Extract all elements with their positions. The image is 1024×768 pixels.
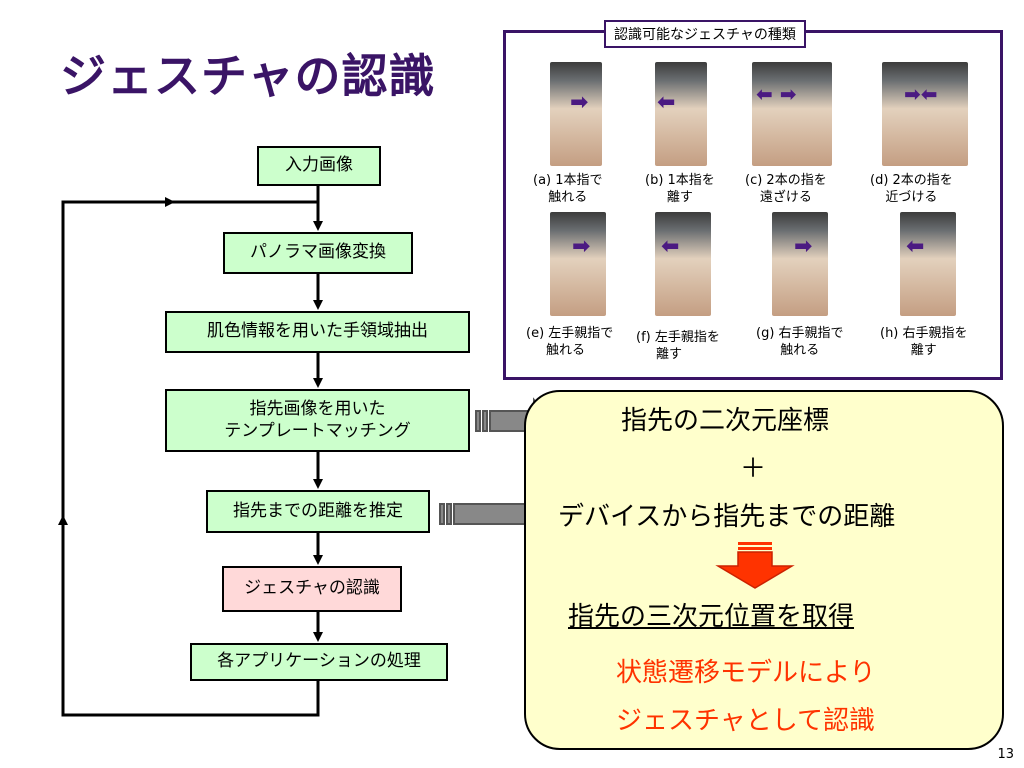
result-2d-coordinates: 指先の二次元座標 [621,406,830,436]
gesture-caption-c: (c) 2本の指を 遠ざける [745,173,827,207]
gesture-caption-b: (b) 1本指を 離す [645,173,715,207]
gesture-caption-e: (e) 左手親指で 触れる [526,326,613,360]
caption-line: (d) 2本の指を [870,173,953,188]
caption-line: (c) 2本の指を [745,173,827,188]
step-panorama-conversion: パノラマ画像変換 [223,232,413,274]
arrows-apart-icon: ⬅ ➡ [756,82,797,106]
caption-line: 離す [656,346,683,362]
step-input-image: 入力画像 [257,146,381,186]
gesture-caption-a: (a) 1本指で 触れる [533,173,603,207]
arrow-left-icon: ⬅ [906,234,925,259]
slide-title: ジェスチャの認識 [60,49,436,103]
arrows-together-icon: ➡⬅ [904,82,938,106]
down-arrow-icon [715,542,795,589]
result-3d-position: 指先の三次元位置を取得 [568,602,855,632]
step-distance-estimation: 指先までの距離を推定 [206,490,430,533]
gesture-caption-g: (g) 右手親指で 触れる [756,326,844,360]
gesture-photo-b: ⬅ [655,62,707,166]
arrow-right-icon: ➡ [572,234,591,259]
caption-line: 遠ざける [759,189,812,205]
gesture-photo-h: ⬅ [900,212,956,316]
gesture-caption-h: (h) 右手親指を 離す [880,326,968,360]
caption-line: 近づける [885,189,938,205]
step-label-line1: 指先画像を用いた [249,399,386,420]
gesture-photo-f: ⬅ [655,212,711,316]
arrow-right-icon: ➡ [570,90,589,115]
result-distance: デバイスから指先までの距離 [558,502,896,532]
caption-line: (e) 左手親指で [526,326,614,341]
step-label: 指先までの距離を推定 [233,500,403,521]
caption-line: (f) 左手親指を [636,330,720,345]
gesture-types-label: 認識可能なジェスチャの種類 [604,20,806,48]
arrow-left-icon: ⬅ [657,90,676,115]
step-label-line2: テンプレートマッチング [224,420,411,441]
caption-line: (a) 1本指で [533,173,603,188]
caption-line: 離す [666,189,693,205]
arrow-left-icon: ⬅ [661,234,680,259]
step-label: 入力画像 [285,155,353,176]
step-label: ジェスチャの認識 [244,578,380,599]
gesture-photo-e: ➡ [550,212,606,316]
gesture-photo-d: ➡⬅ [882,62,968,166]
result-plus-sign: ＋ [740,454,767,484]
gesture-caption-d: (d) 2本の指を 近づける [870,173,953,207]
caption-line: (b) 1本指を [645,173,715,188]
step-application-processing: 各アプリケーションの処理 [190,643,448,681]
step-label: 各アプリケーションの処理 [217,651,421,672]
step-gesture-recognition: ジェスチャの認識 [222,566,402,612]
caption-line: 触れる [780,342,820,358]
caption-line: 触れる [546,342,586,358]
step-label: パノラマ画像変換 [250,242,386,263]
caption-line: (h) 右手親指を [880,326,968,341]
arrow-right-icon: ➡ [794,234,813,259]
gesture-photo-a: ➡ [550,62,602,166]
page-number: 13 [997,747,1014,762]
step-label: 肌色情報を用いた手領域抽出 [207,321,428,342]
gesture-photo-c: ⬅ ➡ [752,62,832,166]
step-hand-region-extraction: 肌色情報を用いた手領域抽出 [165,311,470,353]
gesture-photo-g: ➡ [772,212,828,316]
step-template-matching: 指先画像を用いた テンプレートマッチング [165,389,470,452]
result-state-model: 状態遷移モデルにより [616,658,876,688]
caption-line: 離す [910,342,937,358]
caption-line: (g) 右手親指で [756,326,844,341]
caption-line: 触れる [548,189,588,205]
gesture-caption-f: (f) 左手親指を 離す [636,330,720,364]
result-gesture-recognition: ジェスチャとして認識 [616,706,875,736]
